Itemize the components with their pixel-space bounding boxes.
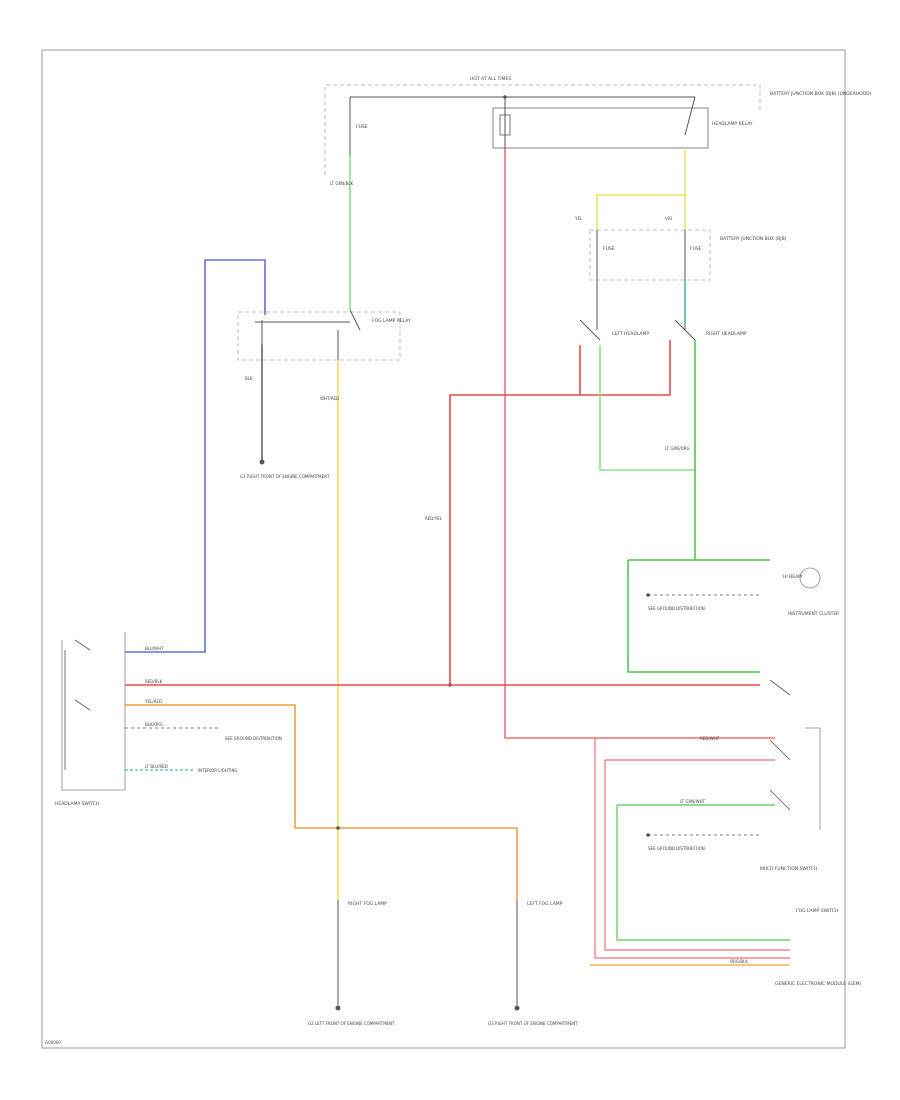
label-multifunction-switch: MULTI-FUNCTION SWITCH: [760, 866, 817, 872]
ground-g2-symbol: [335, 1005, 341, 1011]
label-bjb-mid: BATTERY JUNCTION BOX (BJB): [720, 236, 787, 242]
label-see-ground-3: SEE GROUND DISTRIBUTION: [648, 846, 705, 851]
label-wire-blk-org: BLK/ORG: [145, 722, 163, 727]
label-interior-lighting: INTERIOR LIGHTING: [198, 768, 238, 773]
wire-green-gem-2: [616, 805, 790, 941]
label-wire-red-blk: RED/BLK: [145, 679, 163, 684]
label-bjb-top: BATTERY JUNCTION BOX (BJB) (UNDERHOOD): [770, 91, 872, 97]
gem-ground-dot: [646, 833, 650, 837]
wire-red-headlamp-relay-out: [504, 150, 775, 739]
orange-splice: [336, 826, 340, 830]
label-wire-lt-blu-red: LT BLU/RED: [145, 764, 168, 769]
wire-yel-bjb-right: [596, 150, 686, 230]
label-wire-lt-grn-org: LT GRN/ORG: [665, 446, 690, 451]
fog-relay-contact: [349, 309, 361, 331]
label-see-ground-2: SEE GROUND DISTRIBUTION: [225, 736, 282, 741]
label-wire-red-wht: RED/WHT: [700, 736, 720, 741]
wire-org-switch-to-fog: [125, 704, 518, 900]
wire-lt-grn-left-headlamp: [599, 345, 695, 471]
headlamp-switch-contact-2: [74, 699, 91, 711]
diagram-border: [41, 49, 846, 1049]
label-fog-lamp-switch: FOG LAMP SWITCH: [796, 908, 838, 914]
label-headlamp-switch: HEADLAMP SWITCH: [55, 801, 99, 807]
fog-relay-box: [237, 311, 401, 361]
label-wire-yel: YEL: [574, 216, 583, 221]
label-fuse-top: FUSE: [356, 124, 368, 130]
multifunction-contact-3: [769, 789, 791, 811]
label-instrument-cluster: INSTRUMENT CLUSTER: [788, 611, 839, 617]
label-gem: GENERIC ELECTRONIC MODULE (GEM): [775, 981, 862, 987]
label-wire-blk: BLK: [245, 376, 253, 381]
hi-beam-indicator-lamp: [799, 567, 821, 589]
label-wire-vio: VIO: [665, 216, 672, 221]
label-see-ground-1: SEE GROUND DISTRIBUTION: [648, 606, 705, 611]
wire-pink-gem-1: [594, 738, 790, 959]
headlamp-switch-contact-1: [74, 639, 91, 651]
headlamp-relay-contact: [684, 96, 696, 136]
wire-red-right-headlamp: [449, 340, 671, 685]
wire-pink-gem-3: [604, 760, 790, 951]
ground-g3-symbol: [514, 1005, 520, 1011]
bjb-right-fuse-box: [589, 229, 711, 281]
label-hi-beam: HI BEAM: [783, 574, 802, 580]
label-wire-wht-red: WHT/RED: [320, 396, 339, 401]
left-headlamp-filament: [579, 319, 601, 341]
headlamp-relay-box: [492, 107, 709, 149]
bjb-top-dashed-outline: [324, 84, 761, 175]
label-left-fog-lamp: LEFT FOG LAMP: [527, 901, 563, 907]
label-fuse-right: FUSE: [690, 246, 702, 252]
label-wire-org-blk: ORG/BLK: [730, 959, 748, 964]
label-fuse-left: FUSE: [603, 246, 615, 252]
cluster-ground-dot: [646, 593, 650, 597]
headlamp-relay-coil: [499, 114, 511, 136]
label-ground-g1: G1 RIGHT FRONT OF ENGINE COMPARTMENT: [240, 474, 330, 479]
label-left-headlamp: LEFT HEADLAMP: [612, 331, 649, 337]
label-right-headlamp: RIGHT HEADLAMP: [706, 331, 747, 337]
label-ground-g3: G3 RIGHT FRONT OF ENGINE COMPARTMENT: [488, 1021, 578, 1026]
label-hot-at-all-times: HOT AT ALL TIMES: [470, 76, 511, 82]
instrument-cluster-outline: [627, 560, 760, 673]
label-wire-red-yel: RED/YEL: [425, 516, 443, 521]
wire-blue-switch-to-relay: [125, 259, 266, 653]
label-wire-lt-grn-wht: LT GRN/WHT: [680, 799, 706, 804]
right-headlamp-filament: [674, 319, 696, 341]
label-wire-lt-grn-blk: LT GRN/BLK: [330, 181, 354, 186]
headlamp-switch-outline: [61, 632, 126, 791]
label-ground-g2: G2 LEFT FRONT OF ENGINE COMPARTMENT: [308, 1021, 395, 1026]
ground-g1-symbol: [259, 459, 265, 465]
label-headlamp-relay: HEADLAMP RELAY: [712, 121, 753, 127]
label-fog-lamp-relay: FOG LAMP RELAY: [372, 318, 411, 324]
multifunction-contact-2: [769, 739, 791, 761]
multifunction-contact-1: [769, 679, 791, 696]
label-figure-number: G00000: [45, 1040, 61, 1045]
multifunction-switch-outline: [805, 727, 821, 830]
label-wire-blu-wht: BLU/WHT: [145, 646, 164, 651]
label-right-fog-lamp: RIGHT FOG LAMP: [348, 901, 387, 907]
label-wire-yel-red: YEL/RED: [144, 699, 162, 704]
